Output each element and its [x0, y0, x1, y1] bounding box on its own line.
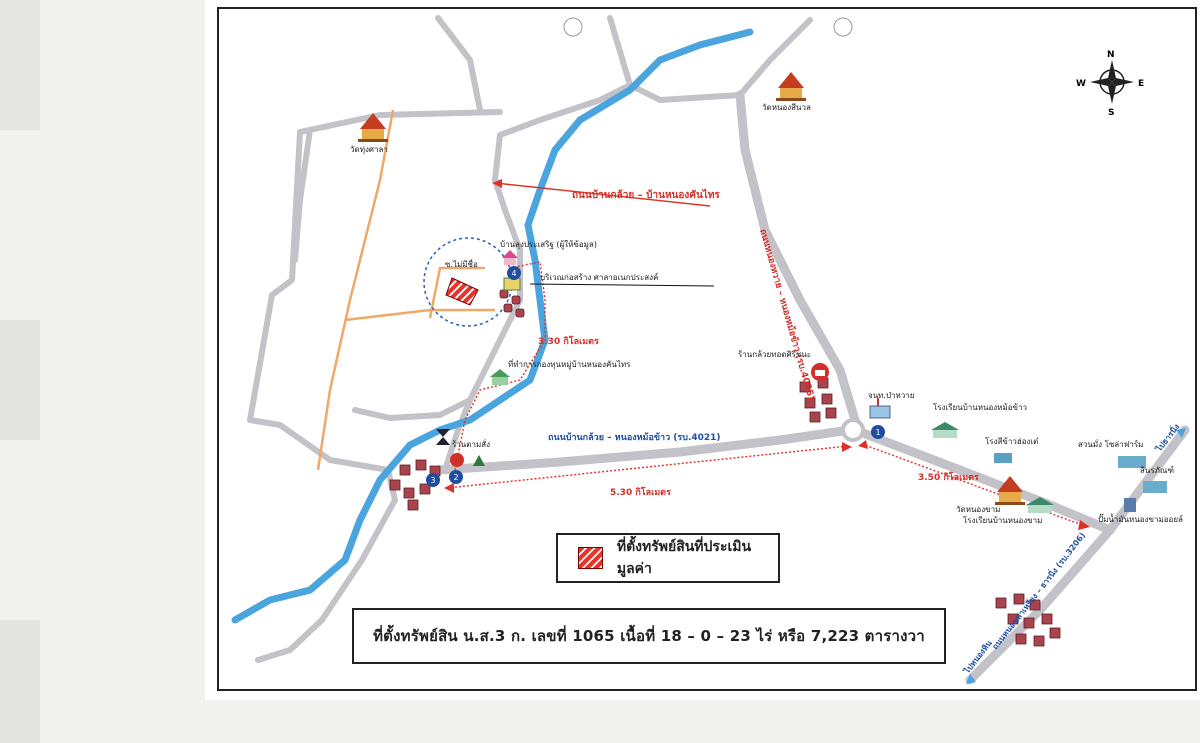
- place-wat-nong-kham: วัดหนองขาม: [956, 505, 1000, 514]
- place-rong-sip: โรงสีข้าวฮ่องเต๋: [985, 436, 1038, 446]
- road-top-north: [607, 15, 813, 103]
- marker-number: 4: [511, 269, 516, 278]
- road-outer-left: [247, 109, 503, 663]
- dirt-path-branch: [344, 308, 495, 322]
- road-north-river: [492, 82, 633, 253]
- compass-rose: [1090, 60, 1134, 104]
- scan-artifact: [0, 0, 40, 130]
- shop-icon: [1143, 481, 1167, 493]
- road-inner-left: [292, 127, 313, 263]
- compass-w: W: [1076, 79, 1086, 89]
- place-school-nong-kham: โรงเรียนบ้านหนองขาม: [963, 515, 1042, 525]
- house-cluster: [389, 459, 441, 511]
- punch-hole: [563, 17, 583, 37]
- road-main: [435, 425, 855, 475]
- legend-label: ที่ตั้งทรัพย์สินที่ประเมินมูลค่า: [616, 539, 752, 577]
- marker-number: 2: [453, 473, 458, 482]
- compass-n: N: [1107, 50, 1115, 60]
- legend-swatch: [578, 547, 603, 569]
- road-upper-left: [435, 15, 483, 113]
- route-main: [446, 445, 849, 489]
- marker-badge: 3: [426, 473, 440, 487]
- distance-label: 3.50 กิโลเมตร: [918, 471, 979, 483]
- place-village-office: ที่ทำการกองทุนหมู่บ้านหนองคันไทร: [508, 358, 631, 370]
- place-wat-nong-sinuan: วัดหนองสีนวล: [762, 103, 811, 112]
- shop-icon: [811, 363, 829, 381]
- school-icon: [931, 422, 959, 438]
- property-info-text: ที่ตั้งทรัพย์สิน น.ส.3 ก. เลขที่ 1065 เน…: [373, 627, 925, 645]
- place-sin-rak: สินรภัณฑ์: [1140, 465, 1174, 475]
- place-police: จนท.ป่าหวาย: [868, 391, 915, 400]
- road-to-village: [442, 397, 473, 473]
- house-cluster: [499, 289, 525, 318]
- gas-station-icon: [1124, 498, 1136, 512]
- legend-box: ที่ตั้งทรัพย์สินที่ประเมินมูลค่า: [556, 533, 780, 583]
- office-icon: [490, 369, 510, 385]
- property-info-box: ที่ตั้งทรัพย์สิน น.ส.3 ก. เลขที่ 1065 เน…: [352, 608, 946, 664]
- road-diagonal: [735, 90, 860, 425]
- punch-hole: [833, 17, 853, 37]
- arrow-head: [492, 179, 502, 188]
- place-gas-station: ปั๊มน้ำมันหนองขามออยล์: [1098, 513, 1183, 524]
- place-pond: ซ.ไม่มีชื่อ: [445, 258, 478, 269]
- road-label-top: ถนนบ้านกล้วย – บ้านหนองคันไทร: [572, 188, 720, 201]
- place-suan-mango: สวนมั่ง โซล่าฟาร์ม: [1078, 438, 1143, 449]
- place-shop-suksan: ร้านกล้วยทอดศิริชนะ: [738, 350, 811, 359]
- temple-icon: [776, 72, 806, 101]
- place-sala-area: บริเวณก่อสร้าง ศาลาอเนกประสงค์: [540, 272, 658, 282]
- marker-badge: 1: [871, 425, 885, 439]
- marker-number: 3: [430, 476, 435, 485]
- marker-badge: 2: [449, 470, 463, 484]
- pointer-sala: [529, 283, 715, 287]
- house-cluster: [799, 377, 837, 423]
- school-icon: [1026, 497, 1054, 513]
- road-network: [247, 15, 1190, 685]
- compass-e: E: [1138, 79, 1144, 89]
- dirt-path: [316, 109, 395, 471]
- road-label-main: ถนนบ้านกล้วย – หนองหม้อข้าว (รบ.4021): [548, 432, 721, 443]
- distance-label: 5.30 กิโลเมตร: [610, 486, 671, 498]
- road-right-diagonal: [965, 425, 1190, 685]
- river: [231, 28, 754, 624]
- scan-artifact: [0, 620, 40, 743]
- house-cluster: [995, 593, 1061, 647]
- arrow-head: [858, 440, 868, 449]
- map-frame: [217, 7, 1197, 691]
- dirt-path-branch2: [428, 266, 485, 319]
- pointer-road-top: [494, 182, 711, 207]
- distance-label: 3.30 กิโลเมตร: [538, 335, 599, 347]
- farm-icon: [1118, 456, 1146, 468]
- compass-s: S: [1108, 108, 1114, 118]
- route-to-property: [454, 261, 546, 471]
- property-parcel: [445, 277, 479, 306]
- arrow-head: [842, 442, 852, 452]
- direction-arrow: [966, 674, 976, 684]
- building-icon: [503, 277, 521, 291]
- place-school-nong-mo: โรงเรียนบ้านหนองหม้อข้าว: [933, 402, 1027, 412]
- temple-icon: [358, 113, 388, 142]
- mill-icon: [994, 453, 1012, 463]
- marker-number: 1: [875, 428, 880, 437]
- temple-icon: [995, 476, 1025, 505]
- tree-icon: [473, 455, 485, 466]
- marker-badge: 4: [507, 266, 521, 280]
- house-icon: [502, 250, 518, 265]
- shop-icon: [436, 429, 450, 445]
- place-ban-lung-prasert: บ้านลุงประเสริฐ (ผู้ให้ข้อมูล): [500, 240, 597, 250]
- police-icon: [869, 398, 891, 419]
- roundabout: [841, 418, 865, 442]
- place-shop-tam-sang: ร้านตามสั่ง: [452, 438, 490, 449]
- arrow-head: [444, 483, 454, 493]
- place-wat-thung-sala: วัดทุ่งศาลา: [350, 145, 388, 154]
- scan-artifact: [0, 320, 40, 440]
- direction-arrow: [1176, 428, 1186, 438]
- shop-icon: [450, 453, 464, 467]
- arrow-head: [1078, 520, 1090, 530]
